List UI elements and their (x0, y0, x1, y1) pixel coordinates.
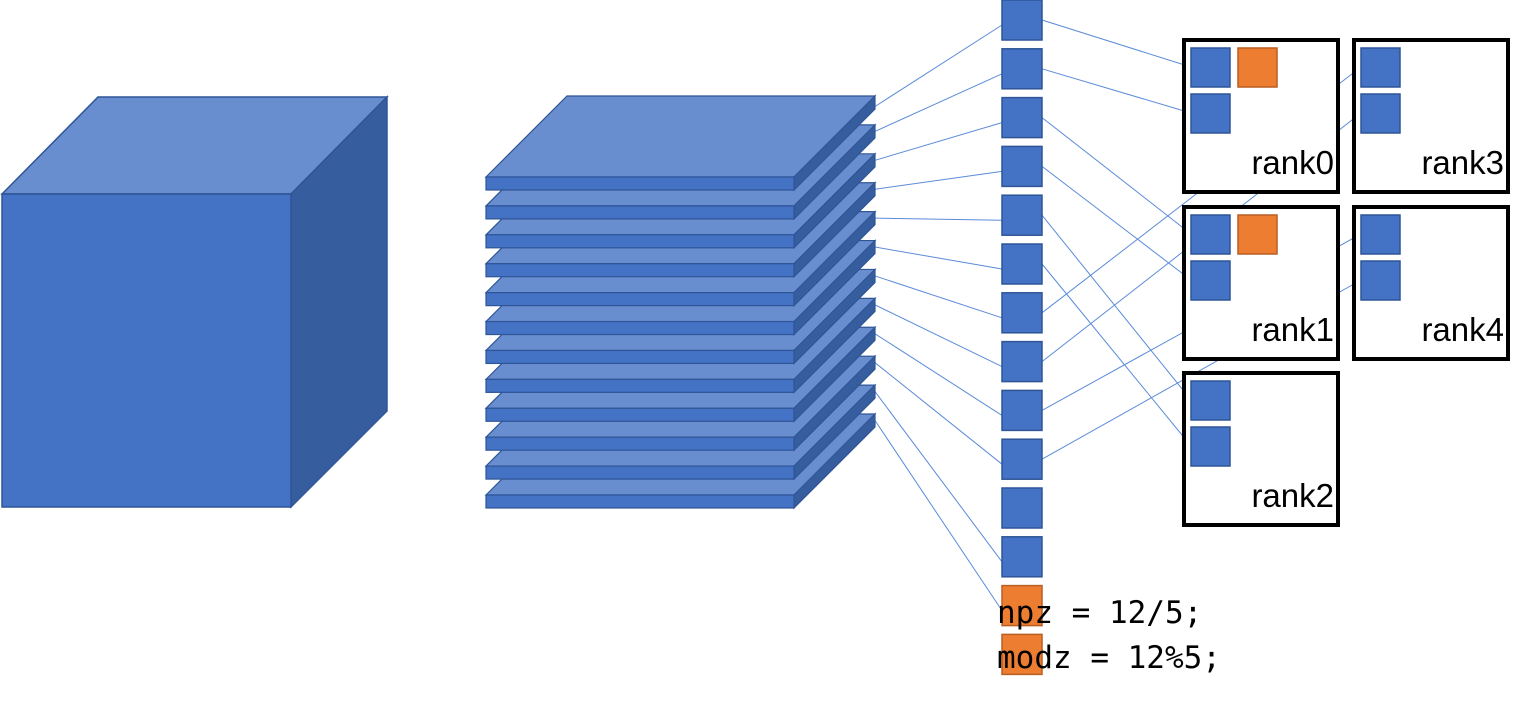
rank-box: rank3 (1352, 38, 1510, 194)
chunk (1001, 487, 1043, 529)
cube-front-face (1, 193, 292, 508)
rank-extra-chunk (1237, 47, 1278, 88)
leftover-chunk (1001, 633, 1043, 676)
leftover-chunk (1001, 584, 1043, 627)
link-line (1041, 19, 1192, 68)
rank-chunk (1190, 93, 1231, 134)
chunk-column (1001, 0, 1043, 676)
rank-chunk (1190, 214, 1231, 255)
layer-slab (484, 94, 877, 192)
layer-stack (484, 94, 877, 510)
link-line (874, 24, 1003, 107)
chunk (1001, 389, 1043, 432)
chunk (1001, 292, 1043, 334)
link-line (874, 122, 1003, 161)
rank-box: rank0 (1182, 38, 1340, 194)
code-line-npz: npz = 12/5; (997, 595, 1203, 631)
rank-box: rank2 (1182, 371, 1340, 527)
link-line (874, 275, 1003, 319)
chunk (1001, 243, 1043, 285)
volume-cube (0, 95, 389, 509)
rank-label: rank2 (1251, 477, 1334, 514)
rank-label: rank1 (1251, 311, 1334, 348)
chunk (1001, 194, 1043, 236)
link-line (874, 304, 1003, 368)
link-line (1041, 214, 1192, 401)
chunk (1001, 145, 1043, 188)
rank-boxes: rank0 rank1 rank2 rank3 rank4 (1182, 38, 1510, 527)
chunk (1001, 340, 1043, 383)
chunk (1001, 536, 1043, 578)
link-line (874, 170, 1003, 190)
link-line (1041, 117, 1192, 235)
link-line (1041, 263, 1192, 447)
link-line (874, 391, 1003, 563)
rank-label: rank3 (1421, 144, 1504, 181)
rank-chunk (1360, 260, 1401, 301)
rank-chunk (1190, 426, 1231, 467)
rank-box: rank4 (1352, 205, 1510, 361)
code-line-modz: modz = 12%5; (997, 640, 1221, 676)
rank-chunk (1190, 260, 1231, 301)
rank-chunk (1190, 380, 1231, 421)
rank-label: rank4 (1421, 311, 1504, 348)
link-line (874, 420, 1003, 611)
rank-chunk (1360, 47, 1401, 88)
chunk (1001, 48, 1043, 90)
link-line (874, 333, 1003, 416)
chunk (1001, 438, 1043, 480)
rank-chunk (1360, 93, 1401, 134)
rank-extra-chunk (1237, 214, 1278, 255)
link-line (874, 362, 1003, 465)
link-line (874, 246, 1003, 270)
chunk (1001, 0, 1043, 41)
link-line (874, 217, 1003, 221)
link-line (874, 73, 1003, 132)
chunk (1001, 96, 1043, 139)
rank-chunk (1190, 47, 1231, 88)
rank-label: rank0 (1251, 144, 1334, 181)
link-line (1041, 68, 1192, 114)
link-line (1041, 166, 1192, 281)
rank-chunk (1360, 214, 1401, 255)
rank-box: rank1 (1182, 205, 1340, 361)
